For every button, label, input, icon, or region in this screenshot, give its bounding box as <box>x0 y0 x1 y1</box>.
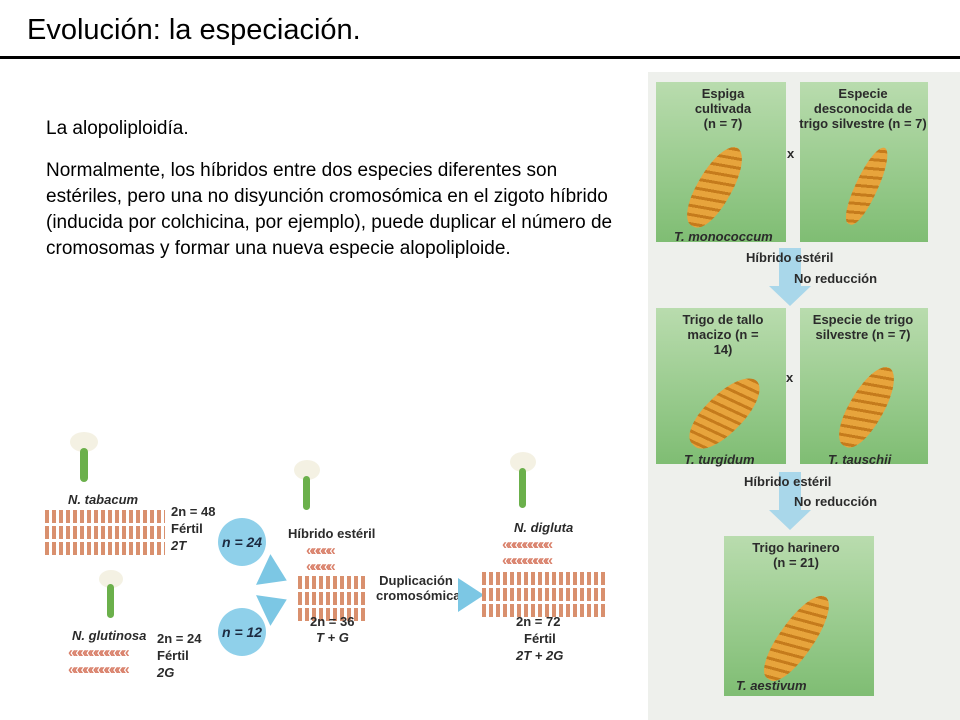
cross-symbol: x <box>786 370 794 385</box>
wheat-top-left-label: Espiga cultivada (n = 7) <box>694 86 752 131</box>
arrow-down-icon <box>769 248 811 306</box>
slide-title: Evolución: la especiación. <box>27 14 361 46</box>
slide-body-text: Normalmente, los híbridos entre dos espe… <box>46 160 613 259</box>
chromosome-row <box>482 588 608 601</box>
step1-no-reduction: No reducción <box>794 271 878 286</box>
wheat-bottom-label: Trigo harinero (n = 21) <box>752 540 840 570</box>
wheat-mid-left-label: Trigo de tallo macizo (n = 14) <box>682 312 764 357</box>
step1-hybrid: Híbrido estéril <box>746 250 834 265</box>
parent2-name: N. glutinosa <box>72 628 147 643</box>
chromosome-row: ««««««««««« <box>68 644 130 661</box>
step2-hybrid: Híbrido estéril <box>744 474 832 489</box>
chromosome-row: ««««««««« <box>502 552 553 569</box>
flower-icon <box>290 460 324 510</box>
gamete1-label: n = 24 <box>222 534 263 550</box>
parent2-count: 2n = 24 <box>157 631 202 646</box>
chromosome-row <box>45 542 165 555</box>
parent1-name: N. tabacum <box>68 492 139 507</box>
chromosome-row <box>298 608 368 621</box>
title-underline <box>0 56 960 59</box>
flower-icon <box>506 452 540 508</box>
cross-symbol: x <box>787 146 795 161</box>
hybrid-name: Híbrido estéril <box>288 526 376 541</box>
chromosome-row <box>298 592 368 605</box>
process-label: Duplicación cromosómica <box>376 573 461 603</box>
gamete-circle <box>218 608 266 656</box>
flower-icon <box>95 570 127 618</box>
new-species-status: Fértil <box>524 631 556 646</box>
gamete2-label: n = 12 <box>222 624 263 640</box>
parent1-genome: 2T <box>171 538 187 553</box>
hybrid-genome: T + G <box>316 630 349 645</box>
chromosome-row <box>45 526 165 539</box>
chromosome-row: ««««« <box>306 542 336 559</box>
flower-icon <box>66 432 102 482</box>
wheat-figure: Espiga cultivada (n = 7) Especie descono… <box>648 72 960 720</box>
new-species-name: N. digluta <box>514 520 574 535</box>
wheat-top-right-label: Especie desconocida de trigo silvestre (… <box>799 86 927 131</box>
step2-no-reduction: No reducción <box>794 494 878 509</box>
chromosome-row <box>482 604 608 617</box>
tobacco-figure: N. tabacum 2n = 48 Fértil 2T n = 24 n = … <box>40 430 620 710</box>
arrow-icon <box>458 578 484 612</box>
wheat-mid-right-label: Especie de trigo silvestre (n = 7) <box>812 312 914 342</box>
chromosome-row <box>482 572 608 585</box>
chromosome-row <box>45 510 165 523</box>
gamete-circle <box>218 518 266 566</box>
wheat-panel <box>800 82 928 242</box>
parent2-status: Fértil <box>157 648 189 663</box>
arrow-down-icon <box>769 472 811 530</box>
parent1-status: Fértil <box>171 521 203 536</box>
chromosome-row: ««««««««« <box>502 536 553 553</box>
slide-subtitle: La alopoliploidía. <box>46 118 189 139</box>
parent1-count: 2n = 48 <box>171 504 216 519</box>
chromosome-row: ««««« <box>306 558 336 575</box>
new-species-genome: 2T + 2G <box>516 648 564 663</box>
species3-label: T. tauschii <box>828 452 892 467</box>
species2-label: T. turgidum <box>684 452 755 467</box>
hybrid-count: 2n = 36 <box>310 614 355 629</box>
species1-label: T. monococcum <box>674 229 773 244</box>
species4-label: T. aestivum <box>736 678 807 693</box>
parent2-genome: 2G <box>157 665 175 680</box>
chromosome-row <box>298 576 368 589</box>
new-species-count: 2n = 72 <box>516 614 561 629</box>
chromosome-row: ««««««««««« <box>68 661 130 678</box>
